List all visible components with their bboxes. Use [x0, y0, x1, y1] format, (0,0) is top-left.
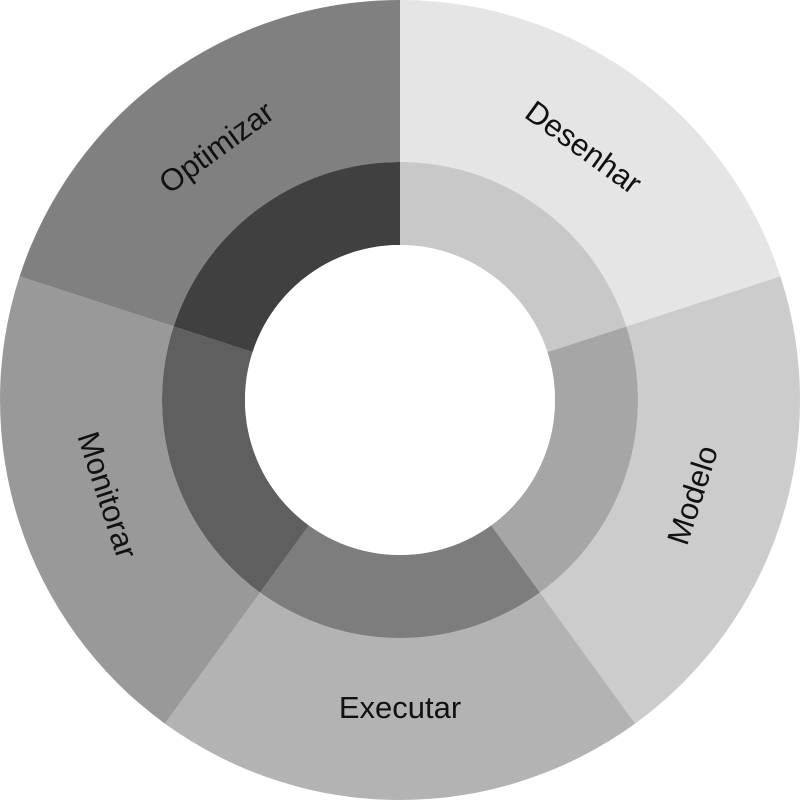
outer-segment-monitorar	[0, 276, 261, 724]
center-hole	[245, 245, 555, 555]
inner-segment-desenhar	[400, 162, 627, 353]
inner-segment-optimizar	[173, 162, 400, 353]
inner-ring	[162, 162, 638, 638]
inner-segment-modelo	[491, 326, 638, 593]
inner-segment-executar	[260, 525, 540, 638]
inner-segment-monitorar	[162, 326, 309, 593]
outer-segment-optimizar	[19, 0, 400, 327]
segment-label-executar: Executar	[339, 690, 461, 725]
outer-segment-modelo	[539, 276, 800, 724]
outer-segment-desenhar	[400, 0, 781, 327]
outer-segment-executar	[164, 592, 636, 800]
